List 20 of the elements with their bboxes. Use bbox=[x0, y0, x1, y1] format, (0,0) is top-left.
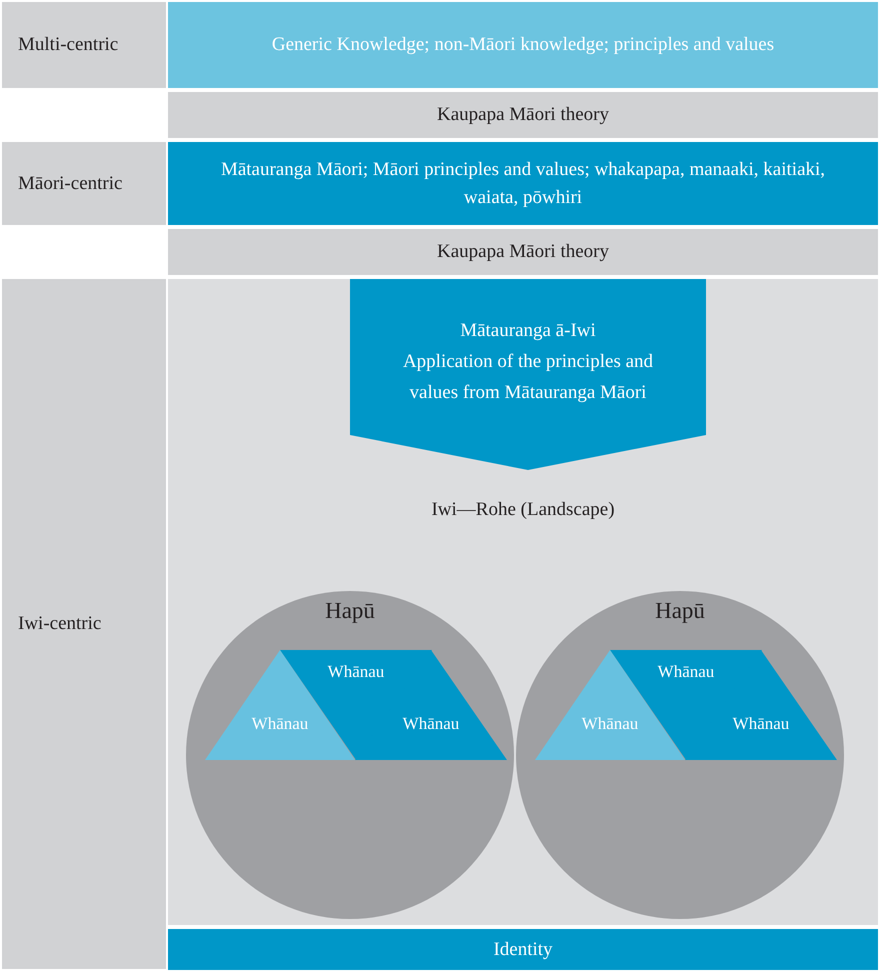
category-cell: Multi-centric bbox=[2, 2, 166, 88]
content-band: Kaupapa Māori theory bbox=[168, 229, 878, 275]
circle-heading: Hapū bbox=[324, 598, 376, 624]
content-band: Generic Knowledge; non-Māori knowledge; principles and values bbox=[168, 2, 878, 88]
content-band: Mātauranga Māori; Māori principles and values; whakapapa, manaaki, kaitiaki, waiata, pōwhiri bbox=[168, 142, 878, 225]
family-label: Whānau bbox=[732, 714, 790, 734]
category-cell: Māori-centric bbox=[2, 142, 166, 225]
circle-heading: Hapū bbox=[654, 598, 706, 624]
content-band: Identity bbox=[168, 929, 878, 970]
family-label: Whānau bbox=[326, 662, 386, 682]
panel-heading: Iwi—Rohe (Landscape) bbox=[430, 499, 616, 521]
banner-text: Application of the principles and values from Mātauranga Māori bbox=[402, 350, 654, 405]
family-label: Whānau bbox=[402, 714, 460, 734]
category-cell: Iwi-centric bbox=[2, 279, 166, 969]
family-label: Whānau bbox=[250, 714, 310, 734]
banner-title: Mātauranga ā-Iwi bbox=[459, 319, 597, 343]
content-band: Kaupapa Māori theory bbox=[168, 92, 878, 138]
family-label: Whānau bbox=[580, 714, 640, 734]
family-label: Whānau bbox=[656, 662, 716, 682]
landscape-panel bbox=[168, 279, 878, 925]
